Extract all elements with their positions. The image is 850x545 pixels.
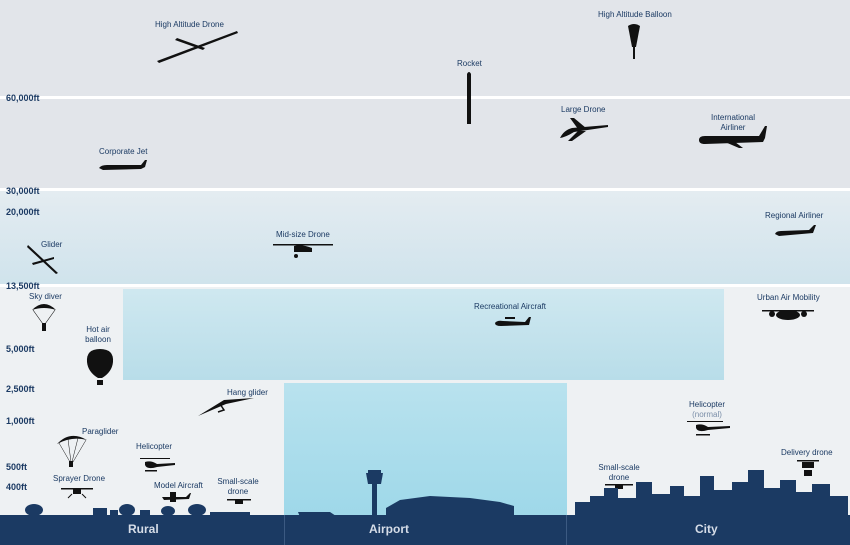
divider-30000: [0, 188, 850, 191]
label-hot-air-balloon-line1: Hot air: [86, 325, 110, 334]
label-rocket: Rocket: [457, 59, 482, 68]
mid-airspace: [0, 191, 850, 287]
sprayer-drone-icon: [61, 488, 93, 499]
altitude-2500: 2,500ft: [6, 384, 35, 394]
ground-skyline: [25, 470, 848, 520]
zone-label-city: City: [695, 522, 718, 536]
helicopter-city-icon: [687, 421, 730, 436]
label-small-drone-rural-line1: Small-scale: [217, 477, 259, 486]
altitude-5000: 5,000ft: [6, 344, 35, 354]
altitude-400: 400ft: [6, 482, 28, 492]
label-hot-air-balloon-line2: balloon: [85, 335, 111, 344]
altitude-20000: 20,000ft: [6, 207, 40, 217]
helicopter-rural-icon: [140, 458, 175, 472]
label-paraglider: Paraglider: [82, 427, 119, 436]
corporate-jet-icon: [99, 160, 147, 170]
label-small-drone-city-line2: drone: [608, 473, 630, 482]
label-large-drone: Large Drone: [561, 105, 606, 114]
zone-label-rural: Rural: [128, 522, 159, 536]
label-helicopter-city-line2: (normal): [692, 410, 722, 419]
zone-divider-rural-airport: [284, 515, 285, 545]
mid-size-drone-icon: [273, 244, 333, 258]
label-helicopter-city: Helicopter (normal): [682, 400, 732, 420]
label-urban-air-mobility: Urban Air Mobility: [757, 293, 820, 302]
altitude-1000: 1,000ft: [6, 416, 35, 426]
label-high-altitude-balloon: High Altitude Balloon: [598, 10, 672, 19]
divider-60000: [0, 96, 850, 99]
label-small-drone-rural: Small-scale drone: [213, 477, 263, 497]
recreational-aircraft-zone: [123, 289, 724, 380]
label-mid-size-drone: Mid-size Drone: [276, 230, 330, 239]
rocket-icon: [467, 72, 471, 124]
label-helicopter-city-line1: Helicopter: [688, 400, 725, 409]
regional-airliner-icon: [775, 225, 816, 236]
ground-strip: [0, 515, 850, 545]
glider-icon: [27, 245, 58, 274]
high-altitude-drone-icon: [157, 31, 238, 63]
label-recreational-aircraft: Recreational Aircraft: [474, 302, 547, 311]
divider-13500: [0, 284, 850, 287]
small-drone-rural-icon: [227, 499, 251, 504]
altitude-500: 500ft: [6, 462, 28, 472]
small-drone-city-icon: [605, 484, 633, 489]
model-aircraft-icon: [162, 492, 191, 502]
label-international-airliner: International Airliner: [703, 113, 763, 133]
hot-air-balloon-icon: [86, 349, 114, 385]
zone-label-airport: Airport: [369, 522, 409, 536]
airport-zone: [284, 383, 567, 517]
altitude-60000: 60,000ft: [6, 93, 40, 103]
label-glider: Glider: [41, 240, 63, 249]
hang-glider-icon: [198, 398, 254, 416]
label-sprayer-drone: Sprayer Drone: [53, 474, 106, 483]
sky-diver-icon: [32, 304, 56, 331]
label-international-airliner-line1: International: [710, 113, 756, 122]
urban-air-mobility-icon: [762, 310, 814, 320]
label-delivery-drone: Delivery drone: [781, 448, 833, 457]
label-small-drone-city-line1: Small-scale: [598, 463, 640, 472]
international-airliner-icon: [699, 126, 767, 148]
label-hang-glider: Hang glider: [227, 388, 268, 397]
recreational-aircraft-icon: [495, 317, 531, 326]
delivery-drone-icon: [797, 460, 819, 476]
label-small-drone-rural-line2: drone: [227, 487, 249, 496]
label-international-airliner-line2: Airliner: [720, 123, 746, 132]
zone-divider-airport-city: [566, 515, 567, 545]
label-sky-diver: Sky diver: [29, 292, 62, 301]
label-high-altitude-drone: High Altitude Drone: [155, 20, 224, 29]
large-drone-icon: [560, 118, 608, 141]
altitude-13500: 13,500ft: [6, 281, 40, 291]
label-corporate-jet: Corporate Jet: [99, 147, 148, 156]
altitude-30000: 30,000ft: [6, 186, 40, 196]
label-regional-airliner: Regional Airliner: [765, 211, 824, 220]
label-small-drone-city: Small-scale drone: [594, 463, 644, 483]
paraglider-icon: [57, 435, 87, 467]
label-hot-air-balloon: Hot air balloon: [78, 325, 118, 345]
label-helicopter-rural: Helicopter: [136, 442, 173, 451]
high-altitude-balloon-icon: [628, 24, 640, 59]
label-model-aircraft: Model Aircraft: [154, 481, 203, 490]
